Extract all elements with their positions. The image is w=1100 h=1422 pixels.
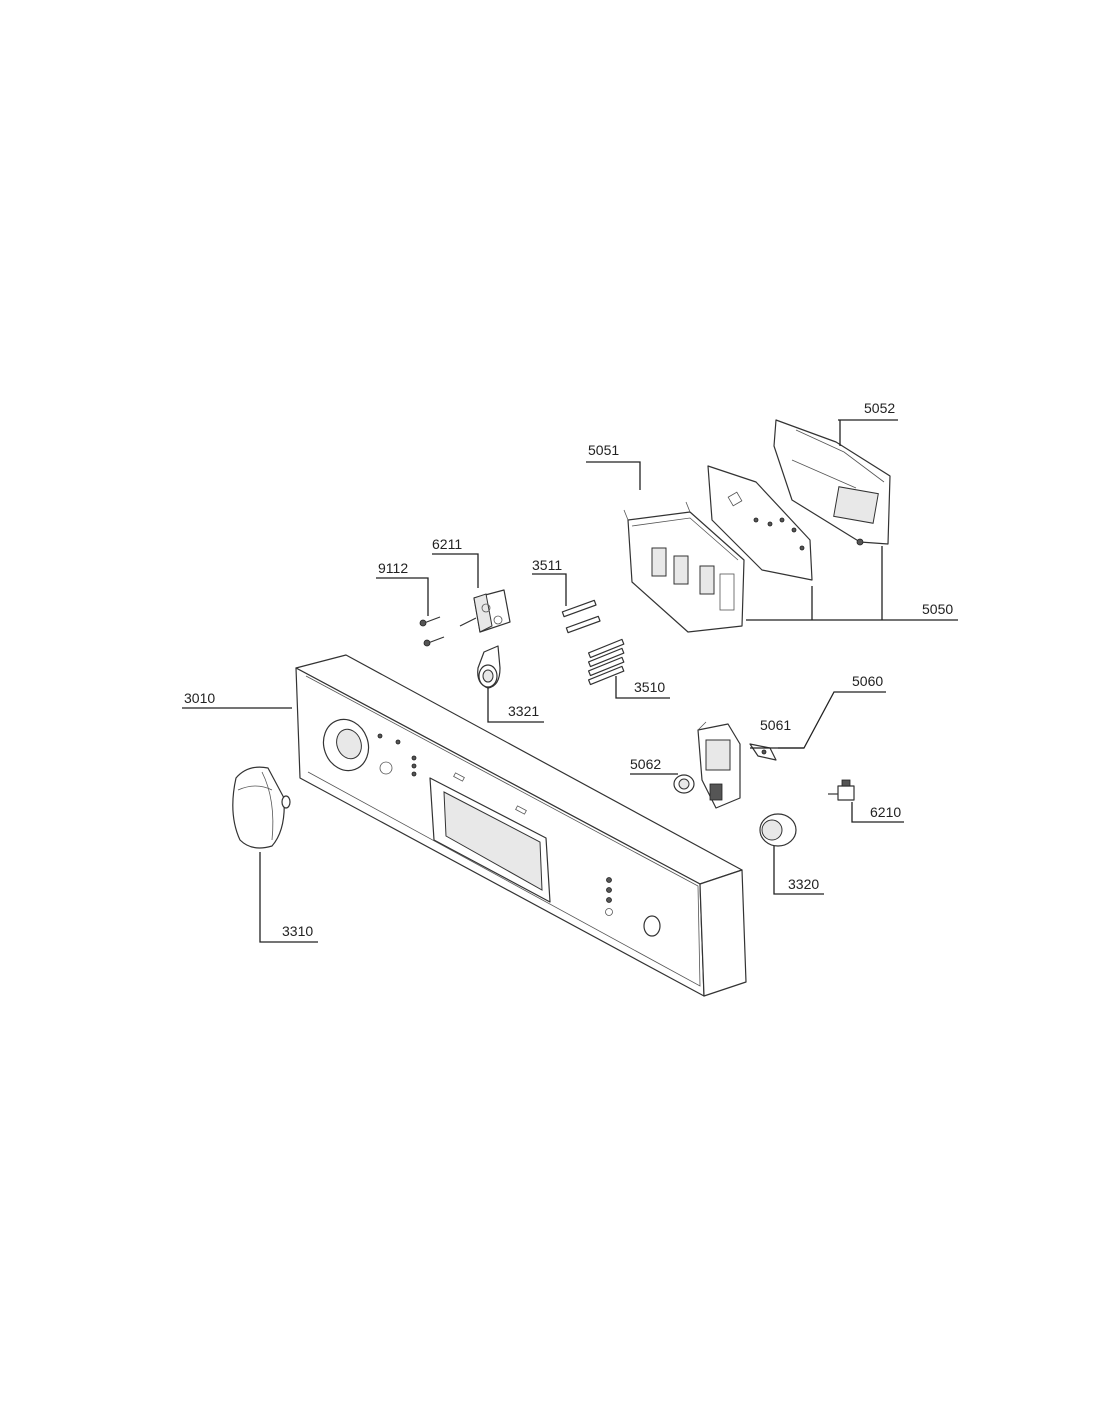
- label-5052: 5052: [864, 400, 895, 416]
- control-panel-fascia: [295, 654, 747, 997]
- button-cap: [673, 774, 695, 794]
- module-cover: [773, 419, 891, 546]
- module-frame: [623, 501, 745, 633]
- rocker-switch: [828, 779, 855, 801]
- label-3511: 3511: [532, 557, 562, 573]
- label-5050: 5050: [922, 601, 953, 617]
- push-button: [759, 813, 797, 847]
- selector-switch: [459, 589, 511, 633]
- program-knob: [232, 766, 291, 849]
- light-pipes-short: [561, 599, 601, 634]
- switch-housing: [697, 721, 741, 809]
- label-5061: 5061: [760, 717, 791, 733]
- light-pipes-long: [587, 638, 625, 686]
- label-5062: 5062: [630, 756, 661, 772]
- part-labels: 5052 5051 6211 9112 3511 5050 3510 3321 …: [184, 400, 953, 939]
- label-3320: 3320: [788, 876, 819, 892]
- label-3510: 3510: [634, 679, 665, 695]
- label-6211: 6211: [432, 536, 462, 552]
- label-3321: 3321: [508, 703, 539, 719]
- leader-lines: [182, 419, 958, 943]
- label-3310: 3310: [282, 923, 313, 939]
- label-3010: 3010: [184, 690, 215, 706]
- small-pcb: [749, 743, 777, 761]
- knob-bracket: [477, 645, 501, 689]
- circuit-board: [707, 465, 813, 581]
- screws: [419, 616, 445, 647]
- label-5051: 5051: [588, 442, 619, 458]
- label-6210: 6210: [870, 804, 901, 820]
- label-5060: 5060: [852, 673, 883, 689]
- label-9112: 9112: [378, 560, 408, 576]
